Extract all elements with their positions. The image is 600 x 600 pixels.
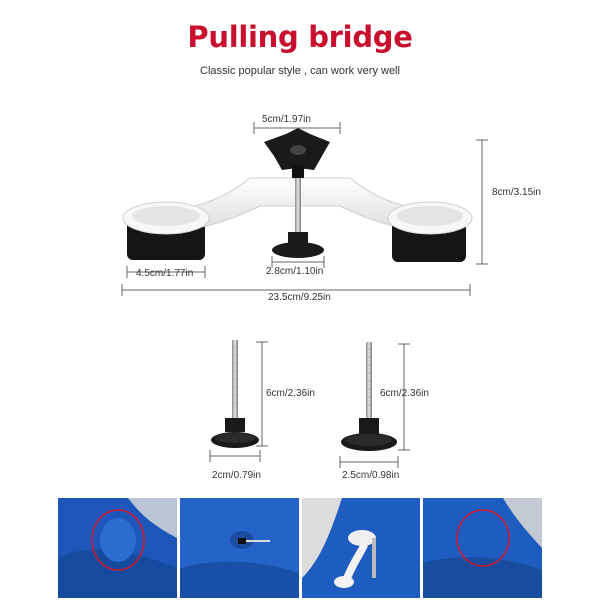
page-subtitle: Classic popular style , can work very we… — [200, 65, 400, 77]
knob-width-label: 5cm/1.97in — [262, 114, 311, 125]
bolt2-base-label: 2.5cm/0.98in — [342, 470, 400, 481]
photo-tab-glued — [179, 498, 299, 598]
highlight-circle-icon — [456, 509, 510, 567]
height-label: 8cm/3.15in — [492, 187, 541, 198]
photo-dent-repaired — [423, 498, 542, 598]
center-bolt — [295, 172, 301, 234]
usage-photos — [58, 498, 542, 598]
bolt1-length-label: 6cm/2.36in — [266, 388, 315, 399]
photo-bridge-attached — [301, 498, 421, 598]
tab-width-label: 2.8cm/1.10in — [266, 266, 324, 277]
product-diagram — [121, 122, 488, 468]
highlight-circle-icon — [91, 509, 145, 571]
dimension-lines — [121, 122, 488, 296]
bolt1-base-label: 2cm/0.79in — [212, 470, 261, 481]
page-title: Pulling bridge — [187, 20, 413, 54]
bolt2-length-label: 6cm/2.36in — [380, 388, 429, 399]
center-tab-base — [272, 242, 324, 258]
pulling-bridge — [122, 128, 473, 262]
total-length-label: 23.5cm/9.25in — [268, 292, 331, 303]
photo-dent-marked — [58, 498, 177, 598]
bolt-small — [211, 340, 259, 448]
bolt-large — [341, 342, 397, 451]
foot-width-label: 4.5cm/1.77in — [136, 268, 194, 279]
